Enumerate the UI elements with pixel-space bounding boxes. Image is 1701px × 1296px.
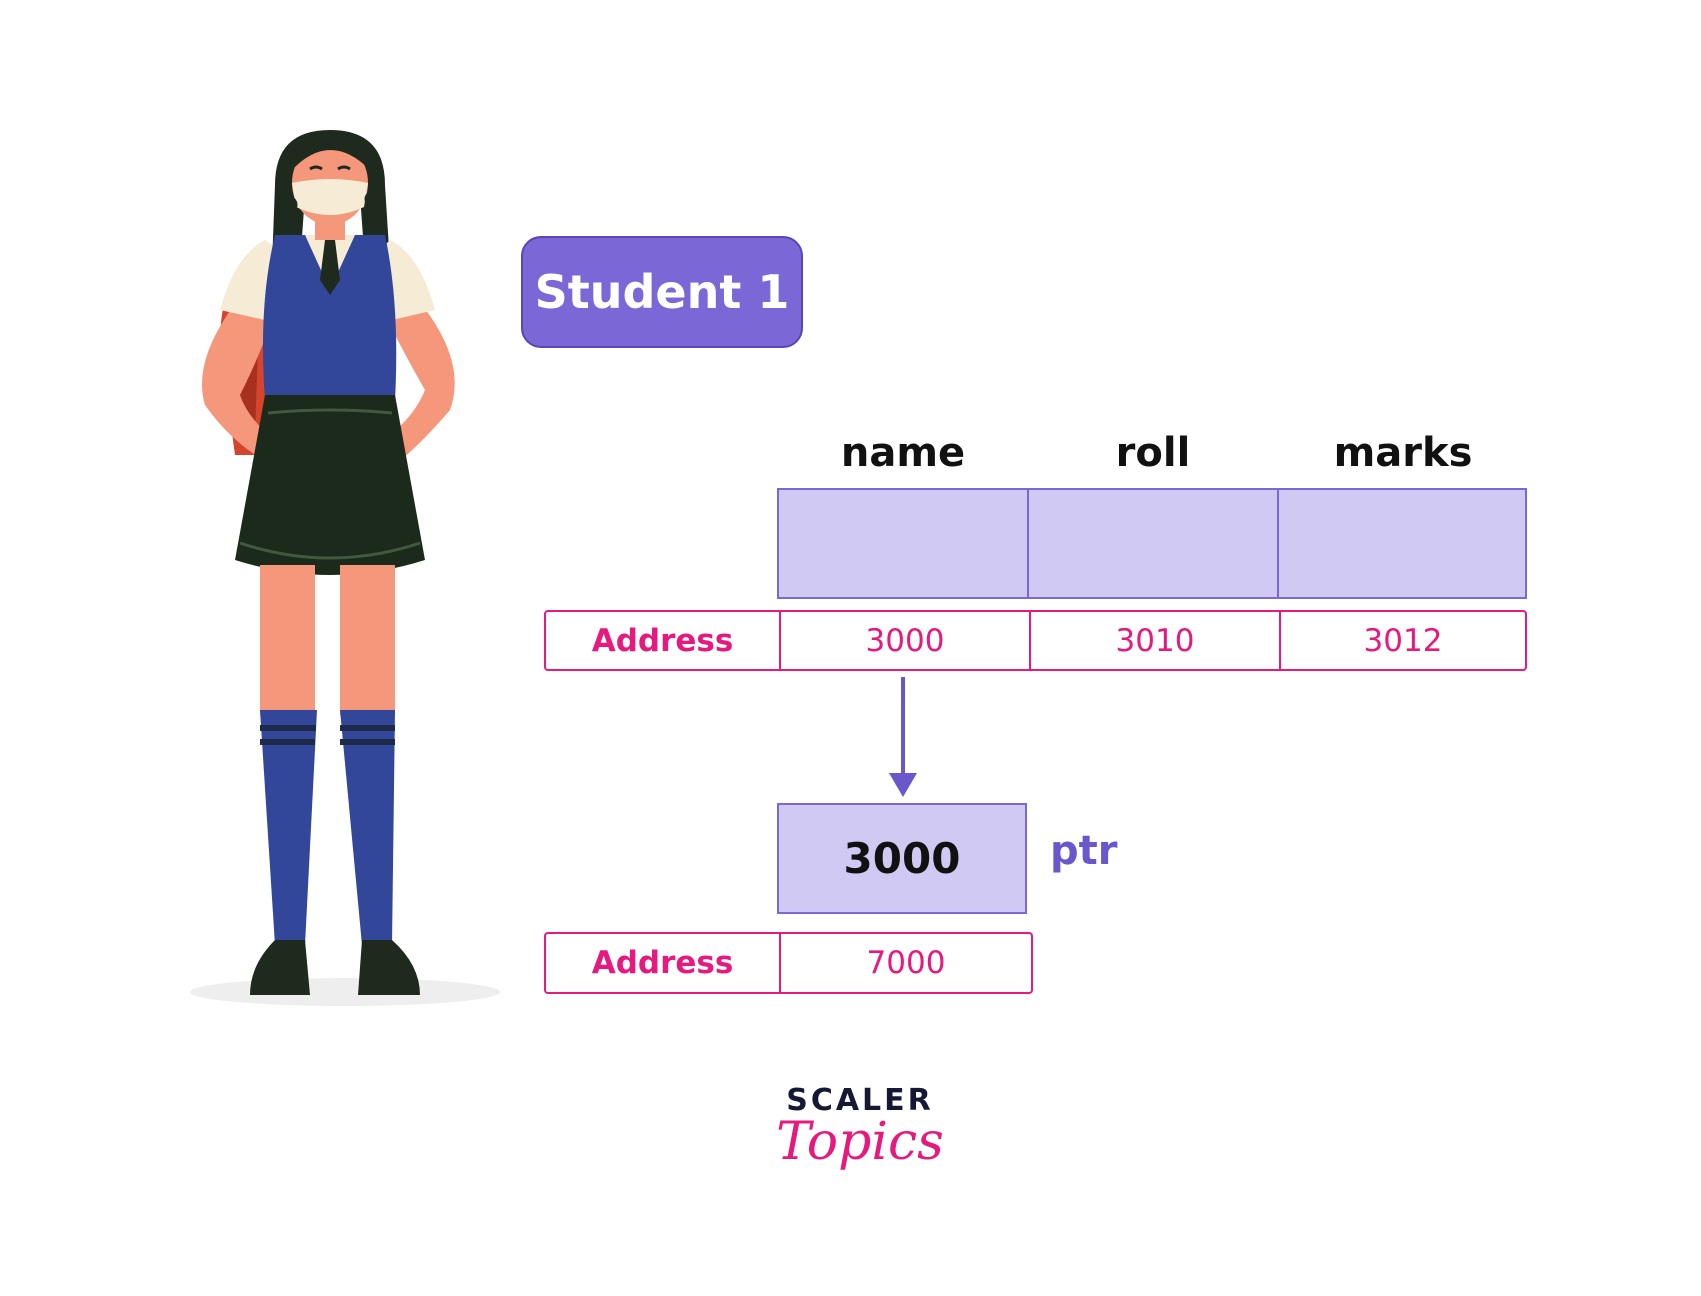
left-sock [260,710,317,945]
vest [262,235,397,400]
address-name: 3000 [779,612,1029,669]
field-cell-roll [1027,488,1279,599]
field-cell-name [777,488,1029,599]
pointer-address: 7000 [779,934,1031,992]
left-leg [260,565,315,715]
pointer-name: ptr [1050,828,1118,874]
student-illustration [190,130,500,1006]
arrow-down-icon [889,677,917,797]
left-arm [202,285,295,475]
pointer-value: 3000 [843,834,961,883]
field-label-roll: roll [1115,430,1191,476]
address-label: Address [591,622,734,659]
right-arm [390,285,455,465]
right-leg [340,565,395,715]
struct-title: Student 1 [534,265,790,319]
field-label-marks: marks [1333,430,1473,476]
address-marks: 3012 [1279,612,1525,669]
left-shoe-icon [250,940,310,995]
face-mask-icon [292,179,368,215]
logo-scaler: SCALER [786,1083,934,1118]
skirt [235,395,425,575]
field-label-name: name [840,430,966,476]
pointer-value-box: 3000 [777,803,1027,914]
field-address-row: Address 3000 3010 3012 [544,610,1527,671]
field-cell-marks [1277,488,1527,599]
right-sock [340,710,395,945]
right-shoe-icon [358,940,420,995]
logo-topics: Topics [776,1112,944,1172]
ground-shadow [190,978,500,1006]
pointer-address-row: Address 7000 [544,932,1033,994]
struct-title-badge: Student 1 [521,236,803,348]
address-roll: 3010 [1029,612,1279,669]
pointer-address-label: Address [591,945,734,981]
